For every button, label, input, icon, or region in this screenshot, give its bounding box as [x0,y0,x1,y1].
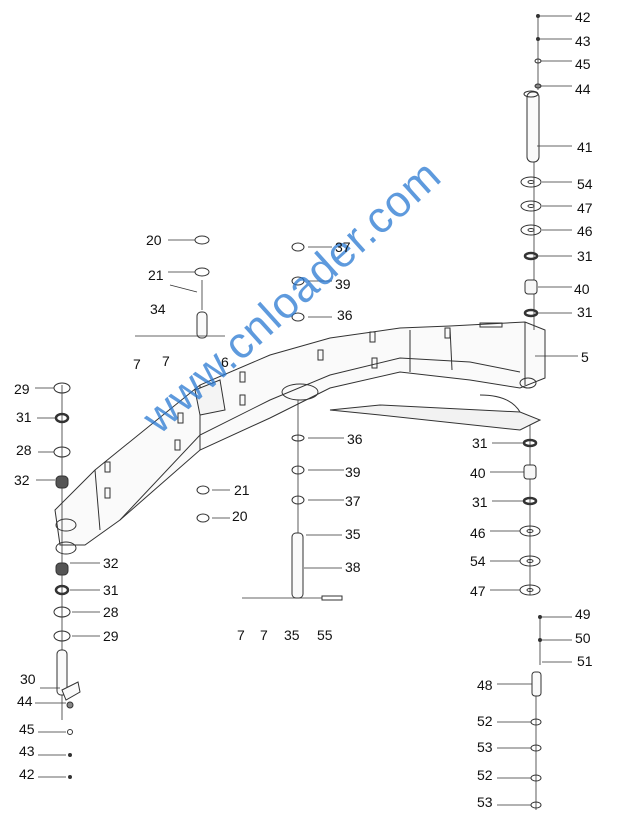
center-pin-stacks [135,235,343,601]
part-label: 38 [345,559,361,575]
part-label: 36 [347,431,363,447]
part-label: 36 [337,307,353,323]
part-label: 34 [150,301,166,317]
part-label: 20 [146,232,162,248]
part-label: 40 [574,281,590,297]
part-label: 28 [16,442,32,458]
part-label: 46 [470,525,486,541]
part-label: 31 [577,304,593,320]
part-label: 37 [345,493,361,509]
part-label: 21 [234,482,250,498]
part-label: 49 [575,606,591,622]
part-label: 35 [345,526,361,542]
part-label: 54 [577,176,593,192]
part-label: 42 [19,766,35,782]
part-label: 31 [577,248,593,264]
part-label: 45 [19,721,35,737]
part-label: 30 [20,671,36,687]
boom-body [54,321,546,555]
part-label: 44 [17,693,33,709]
part-label: 53 [477,739,493,755]
part-label: 41 [577,139,593,155]
part-label: 39 [345,464,361,480]
part-label: 52 [477,713,493,729]
part-label: 42 [575,9,591,25]
part-label: 31 [472,435,488,451]
part-label: 39 [335,276,351,292]
part-label: 43 [575,33,591,49]
part-label: 52 [477,767,493,783]
part-label: 53 [477,794,493,810]
part-label: 31 [103,582,119,598]
part-label: 7 [237,627,245,643]
part-label: 31 [16,409,32,425]
part-label: 31 [472,494,488,510]
part-label: 28 [103,604,119,620]
part-label: 6 [221,354,229,370]
part-label: 50 [575,630,591,646]
part-label: 44 [575,81,591,97]
part-label: 55 [317,627,333,643]
part-label: 35 [284,627,300,643]
part-label: 48 [477,677,493,693]
part-label: 7 [162,353,170,369]
leader-lines [35,15,578,806]
part-label: 21 [148,267,164,283]
right-pin-stack [519,14,542,810]
part-label: 32 [14,472,30,488]
part-label: 43 [19,743,35,759]
part-label: 7 [133,356,141,372]
part-label: 5 [581,349,589,365]
part-label: 29 [103,628,119,644]
part-label: 29 [14,381,30,397]
part-label: 7 [260,627,268,643]
part-label: 54 [470,553,486,569]
part-label: 47 [577,200,593,216]
part-label: 51 [577,653,593,669]
part-label: 37 [335,239,351,255]
part-label: 47 [470,583,486,599]
part-label: 20 [232,508,248,524]
part-label: 40 [470,465,486,481]
left-pin-stack [53,382,81,779]
part-label: 45 [575,56,591,72]
part-label: 32 [103,555,119,571]
part-label: 46 [577,223,593,239]
